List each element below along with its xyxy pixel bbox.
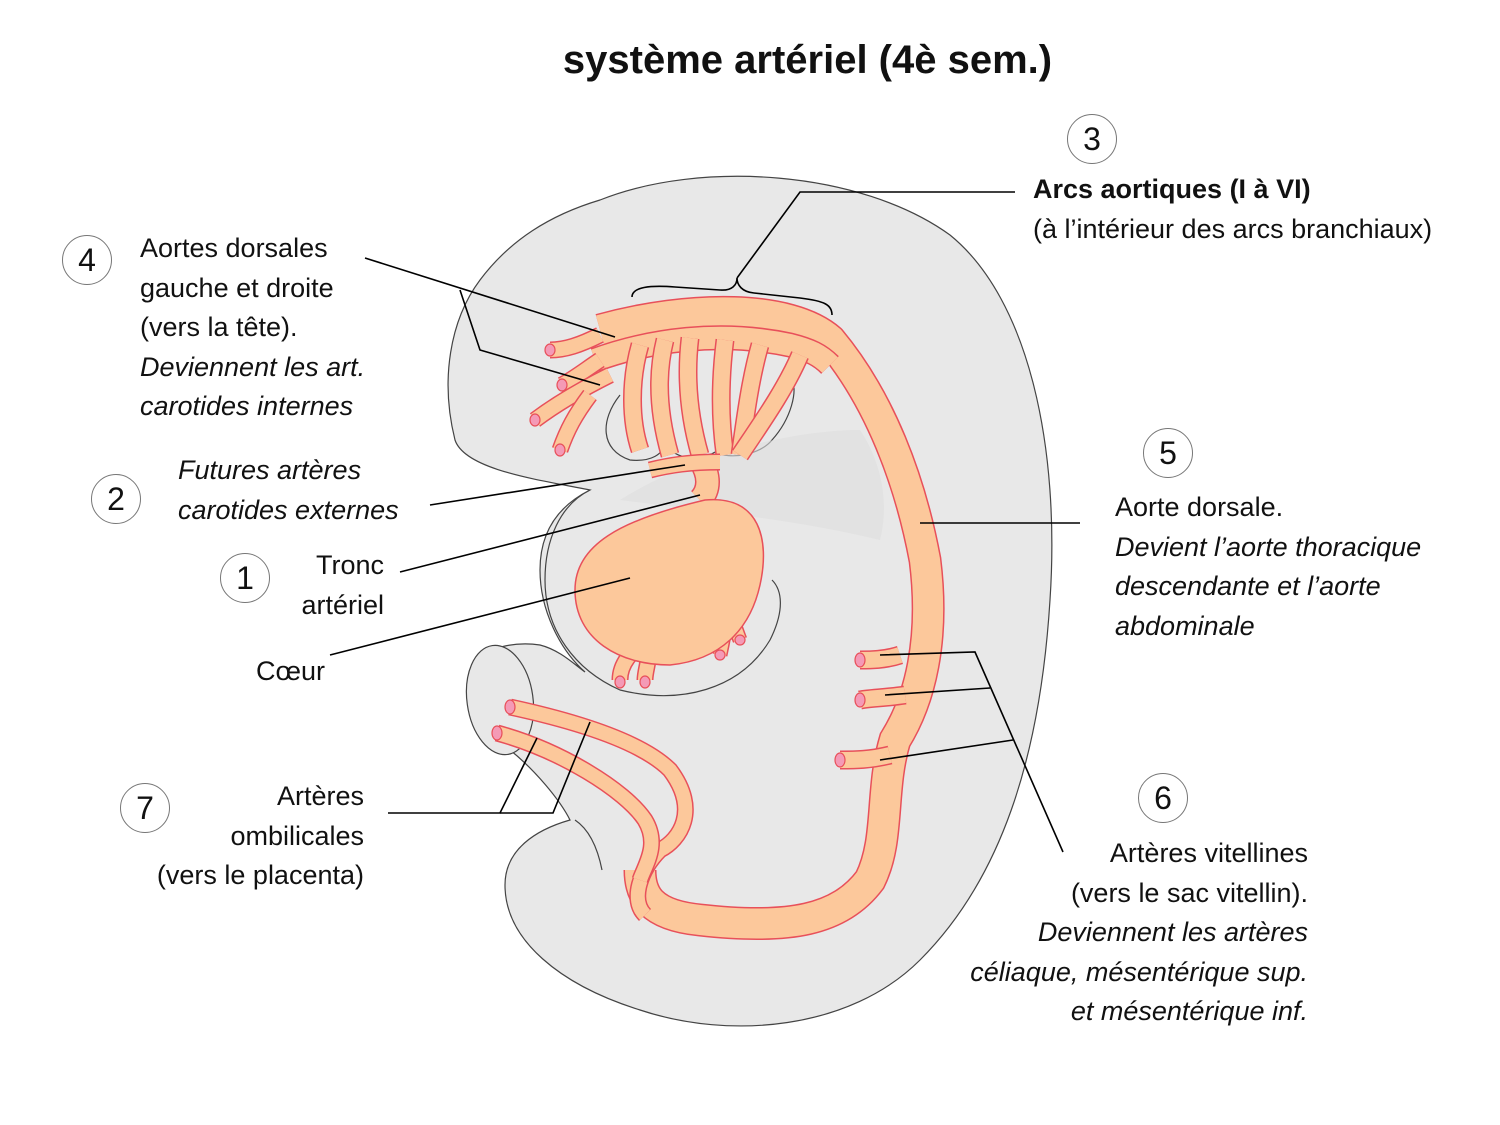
label-line: descendante et l’aorte (1115, 571, 1381, 601)
label-line: ombilicales (230, 820, 364, 851)
label-tronc-arteriel: Tronc artériel (282, 546, 384, 625)
label-line: Cœur (256, 656, 325, 686)
marker-6: 6 (1138, 773, 1188, 823)
label-line: Deviennent les art. (140, 351, 366, 382)
label-arteres-ombilicales: Artères ombilicales (vers le placenta) (130, 777, 364, 896)
label-line: Artères vitellines (1109, 838, 1308, 868)
dorsal-aorta (595, 297, 944, 939)
vitellines-leader-3 (879, 739, 1014, 761)
vitelline-artery-1 (859, 647, 903, 668)
label-line: Tronc (315, 550, 384, 580)
marker-5: 5 (1143, 428, 1193, 478)
vessel-end-head-4 (554, 443, 566, 457)
label-line: abdominale (1115, 610, 1255, 641)
vessel-end-vitelline-1 (854, 652, 866, 668)
aortic-arch-4 (713, 339, 733, 457)
vessel-ends (491, 343, 866, 768)
tail-crease (574, 819, 603, 871)
vessel-end-heart-4 (734, 634, 746, 646)
external-carotid-stub (648, 455, 721, 477)
marker-3: 3 (1067, 114, 1117, 164)
label-line: Aorte dorsale. (1115, 492, 1284, 522)
vessel-end-umbilical-1 (504, 699, 516, 715)
tronc-leader (399, 494, 701, 573)
aortes-leader-2 (459, 289, 601, 386)
heart-bulge-outline (544, 489, 781, 697)
vitellines-leader-1 (879, 651, 1064, 853)
vitellines-leader-2 (884, 687, 991, 696)
label-line: céliaque, mésentérique sup. (970, 956, 1308, 987)
aortes-leader-1 (364, 257, 616, 338)
marker-1: 1 (220, 553, 270, 603)
marker-2: 2 (91, 474, 141, 524)
label-line: carotides externes (178, 494, 399, 525)
marker-4: 4 (62, 235, 112, 285)
vessel-end-heart-2 (639, 675, 651, 689)
vessel-end-heart-3 (714, 649, 726, 661)
label-carotides-externes: Futures artères carotides externes (178, 451, 399, 530)
label-arcs-aortiques: Arcs aortiques (I à VI) (à l’intérieur d… (1033, 170, 1432, 249)
leader-lines (329, 191, 1080, 853)
label-line: gauche et droite (140, 272, 334, 303)
aortic-arch-1 (624, 342, 648, 453)
label-line: (vers le placenta) (156, 860, 364, 890)
aortic-arch-3 (680, 337, 708, 458)
vessel-end-vitelline-3 (834, 752, 846, 768)
diagram-title: système artériel (4è sem.) (562, 38, 1053, 82)
heart (574, 498, 765, 666)
vessel-end-heart-1 (614, 675, 626, 689)
ombilicales-leader-2 (500, 721, 591, 814)
label-line: Futures artères (178, 455, 362, 485)
umbilical-stalk-ring (465, 644, 535, 756)
marker-7: 7 (120, 783, 170, 833)
label-line: Arcs aortiques (I à VI) (1033, 174, 1311, 204)
label-line: carotides internes (140, 391, 354, 421)
label-line: Artères (276, 781, 364, 811)
vessel-end-head-2 (556, 378, 568, 392)
aortic-arch-2 (651, 338, 678, 458)
vessel-end-umbilical-2 (491, 725, 503, 741)
label-coeur: Cœur (256, 652, 325, 692)
carotides-leader (429, 464, 686, 506)
label-aortes-dorsales: Aortes dorsales gauche et droite (vers l… (140, 229, 365, 427)
label-line: artériel (301, 589, 384, 620)
vessel-end-vitelline-2 (854, 692, 866, 708)
vessel-end-head-3 (529, 413, 541, 427)
label-aorte-dorsale: Aorte dorsale. Devient l’aorte thoraciqu… (1115, 488, 1421, 646)
vitelline-artery-2 (858, 687, 907, 708)
vessel-end-head-1 (544, 343, 556, 357)
label-line: (à l’intérieur des arcs branchiaux) (1033, 213, 1433, 244)
label-line: et mésentérique inf. (1070, 996, 1308, 1026)
arcs-leader (736, 191, 1015, 279)
label-line: (vers la tête). (140, 312, 298, 342)
aortic-arch-6 (733, 351, 808, 460)
vessel-network (494, 295, 945, 941)
label-line: Deviennent les artères (1037, 917, 1308, 947)
coeur-leader (329, 577, 631, 656)
label-line: (vers le sac vitellin). (1070, 877, 1308, 908)
label-arteres-vitellines: Artères vitellines (vers le sac vitellin… (900, 834, 1308, 1032)
inner-shade (620, 430, 884, 540)
umbilical-artery-lower (495, 726, 659, 883)
label-line: Devient l’aorte thoracique (1115, 531, 1422, 562)
label-line: Aortes dorsales (140, 233, 328, 263)
internal-carotid-lower (530, 368, 614, 426)
